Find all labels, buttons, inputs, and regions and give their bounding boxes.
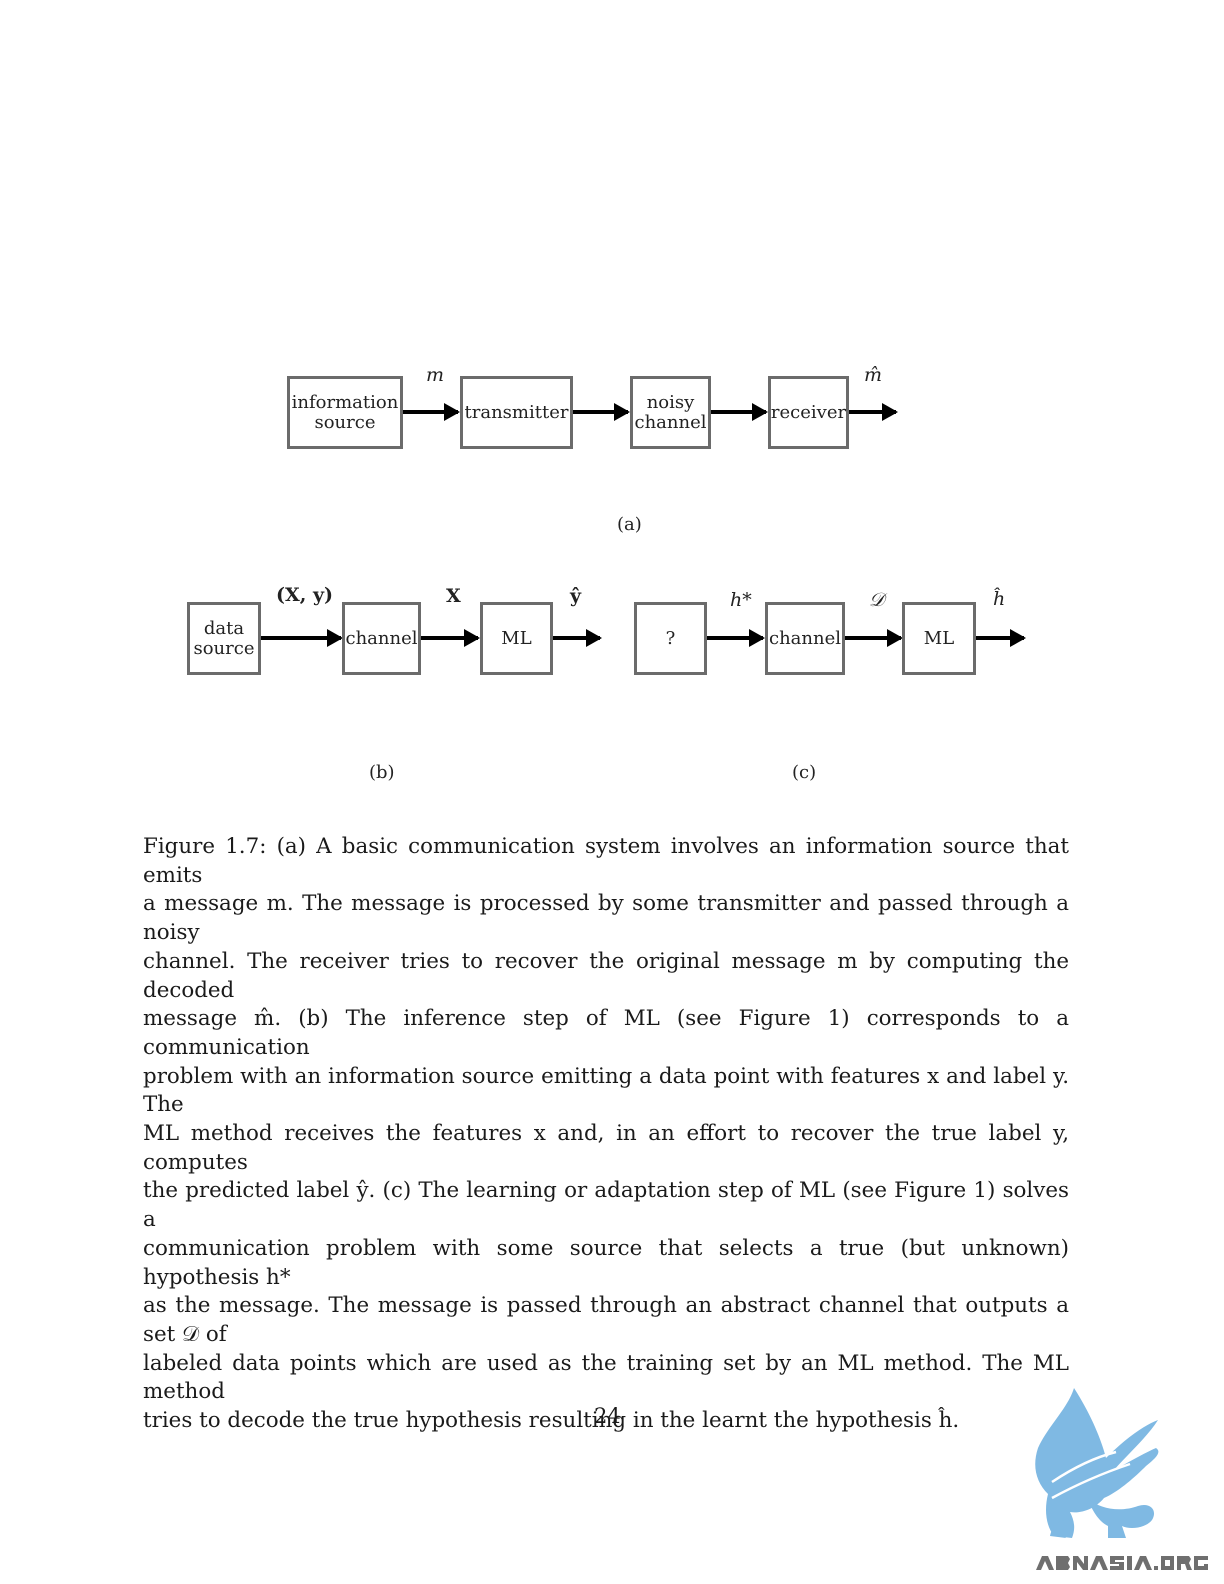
box-information-source: information source	[287, 376, 403, 449]
box-noisy-channel: noisy channel	[630, 376, 711, 449]
arrow-a-3	[711, 403, 768, 421]
subfigure-label-b: (b)	[369, 762, 395, 783]
arrow-c-out	[976, 629, 1026, 647]
arrow-c-2	[845, 629, 903, 647]
signal-dataset-D: 𝒟	[869, 589, 885, 611]
signal-y-hat: ŷ	[570, 585, 582, 607]
caption-line: communication problem with some source t…	[143, 1235, 1069, 1290]
caption-line: problem with an information source emitt…	[143, 1063, 1069, 1118]
caption-line: message m̂. (b) The inference step of ML…	[143, 1006, 1069, 1060]
box-channel-c: channel	[765, 602, 845, 675]
arrow-b-out	[553, 629, 602, 647]
caption-line: a message m. The message is processed by…	[143, 891, 1069, 946]
caption-line: ML method receives the features x and, i…	[143, 1121, 1069, 1175]
signal-X: X	[446, 585, 461, 607]
arrow-c-1	[707, 629, 765, 647]
signal-h-hat: ĥ	[993, 588, 1006, 610]
caption-line: Figure 1.7: (a) A basic communication sy…	[143, 834, 1069, 888]
caption-line: channel. The receiver tries to recover t…	[143, 948, 1069, 1003]
signal-m-hat: m̂	[864, 364, 883, 386]
arrow-b-2	[421, 629, 480, 647]
caption-line: the predicted label ŷ. (c) The learning …	[143, 1178, 1069, 1233]
arrow-a-out	[849, 403, 898, 421]
box-channel-b: channel	[342, 602, 421, 675]
box-ml-c: ML	[902, 602, 976, 675]
figure-caption: Figure 1.7: (a) A basic communication sy…	[143, 833, 1069, 1436]
arrow-b-1	[261, 629, 343, 647]
box-ml-b: ML	[480, 602, 553, 675]
arrow-a-1	[403, 403, 460, 421]
caption-line: tries to decode the true hypothesis resu…	[143, 1408, 960, 1434]
caption-line: labeled data points which are used as th…	[143, 1350, 1069, 1405]
box-data-source: data source	[187, 602, 261, 675]
box-unknown-source: ?	[634, 602, 707, 675]
subfigure-label-c: (c)	[792, 762, 817, 783]
signal-X-y: (X, y)	[276, 584, 333, 606]
abnasia-logo	[1035, 1388, 1208, 1570]
signal-m: m	[426, 364, 445, 386]
subfigure-label-a: (a)	[617, 514, 642, 535]
signal-h-star: h*	[730, 589, 752, 611]
box-receiver: receiver	[768, 376, 849, 449]
arrow-a-2	[573, 403, 630, 421]
caption-line: as the message. The message is passed th…	[143, 1293, 1069, 1347]
box-transmitter: transmitter	[460, 376, 573, 449]
page-number: 24	[594, 1404, 621, 1428]
